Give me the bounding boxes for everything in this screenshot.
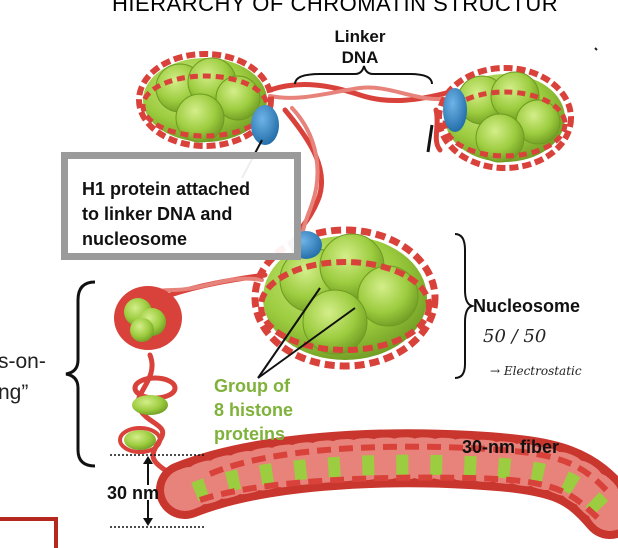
h1-callout-line3: nucleosome xyxy=(82,229,188,249)
histone-label-line2: 8 histone xyxy=(214,400,294,420)
linker-dna-label-line2: DNA xyxy=(341,48,379,67)
nucleosome-top-right xyxy=(426,65,574,171)
thirty-nm-fiber-label: 30-nm fiber xyxy=(462,437,560,457)
nucleosome-brace xyxy=(454,233,476,379)
nucleosome-top-left xyxy=(136,51,279,149)
h1-protein-callout: H1 protein attached to linker DNA and nu… xyxy=(61,152,301,260)
histone-label: Group of 8 histone proteins xyxy=(214,374,324,446)
thirty-nm-fiber xyxy=(156,429,618,539)
histone-pointer-lines xyxy=(257,287,356,379)
beads-on-string-coil xyxy=(114,286,182,454)
linker-dna-label-line1: Linker xyxy=(334,27,386,46)
histone-label-line1: Group of xyxy=(214,376,290,396)
linker-dna-label: Linker DNA xyxy=(305,26,415,68)
red-box-corner xyxy=(0,517,58,548)
beads-brace xyxy=(65,280,96,468)
handwritten-ratio: 50 / 50 xyxy=(483,326,547,347)
histone-label-line3: proteins xyxy=(214,424,286,444)
h1-protein-top xyxy=(251,105,279,145)
page-title: HIERARCHY OF CHROMATIN STRUCTUR xyxy=(112,0,559,16)
beads-label-line1: s-on- xyxy=(0,350,46,373)
beads-label-line2: ng” xyxy=(0,381,29,404)
handwritten-mark xyxy=(594,47,598,51)
h1-callout-line1: H1 protein attached xyxy=(82,179,251,199)
h1-callout-line2: to linker DNA and xyxy=(82,204,233,224)
thirty-nm-measure-label: 30 nm xyxy=(107,483,160,503)
thirty-nm-measure xyxy=(110,454,205,528)
handwritten-note: → Electrostatic xyxy=(490,364,582,378)
linker-dna-brace xyxy=(294,65,433,85)
nucleosome-label: Nucleosome xyxy=(473,296,581,316)
